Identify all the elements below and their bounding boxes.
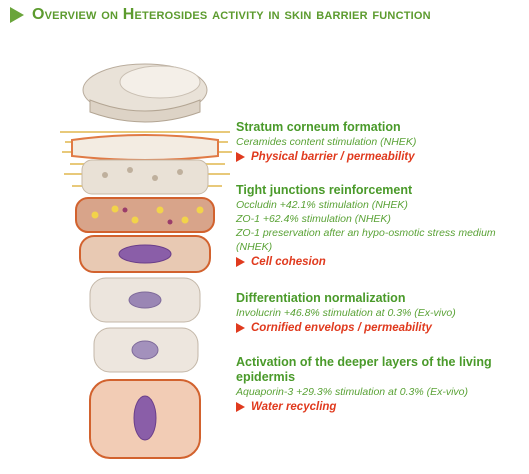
spinous-cell [79,235,211,273]
tight-junctions-block: Tight junctions reinforcement Occludin +… [236,183,526,270]
block-detail: Ceramides content stimulation (NHEK) [236,136,417,148]
block-heading: Activation of the deeper layers of the l… [236,355,492,369]
block-detail: Involucrin +46.8% stimulation at 0.3% (E… [236,307,456,319]
block-result-text: Physical barrier / permeability [251,151,415,163]
block-result-text: Cornified envelops / permeability [251,322,432,334]
triangle-right-icon [236,257,245,267]
header: Overview on Heterosides activity in skin… [10,6,431,24]
block-detail: ZO-1 preservation after an hypo-osmotic … [236,227,496,239]
block-result: Cell cohesion [236,254,526,270]
block-detail: (NHEK) [236,241,273,253]
deeper-layers-block: Activation of the deeper layers of the l… [236,355,526,415]
differentiation-block: Differentiation normalization Involucrin… [236,291,526,336]
lower-cell [93,327,199,373]
diagram-title: Overview on Heterosides activity in skin… [32,6,431,23]
block-result-text: Cell cohesion [251,256,326,268]
stratum-corneum-block: Stratum corneum formation Ceramides cont… [236,120,526,165]
block-heading: Tight junctions reinforcement [236,183,413,197]
block-result: Cornified envelops / permeability [236,320,526,336]
block-heading: Stratum corneum formation [236,120,401,134]
block-result: Water recycling [236,399,526,415]
basal-cell [89,379,201,459]
stratum-corneum-layer [71,134,219,161]
block-detail: Occludin +42.1% stimulation (NHEK) [236,199,408,211]
triangle-right-icon [236,402,245,412]
stratum-corneum-flakes [82,63,208,123]
block-result: Physical barrier / permeability [236,149,526,165]
differentiation-cell [89,277,201,323]
skin-layers-illustration [60,63,232,459]
block-result-text: Water recycling [251,401,337,413]
triangle-right-icon [236,323,245,333]
granular-layer [81,159,209,195]
arrow-right-icon [10,7,24,23]
triangle-right-icon [236,152,245,162]
tight-junction-layer [75,197,215,233]
block-heading-continued: epidermis [236,370,296,384]
block-heading: Differentiation normalization [236,291,406,305]
block-detail: ZO-1 +62.4% stimulation (NHEK) [236,213,391,225]
block-detail: Aquaporin-3 +29.3% stimulation at 0.3% (… [236,386,468,398]
